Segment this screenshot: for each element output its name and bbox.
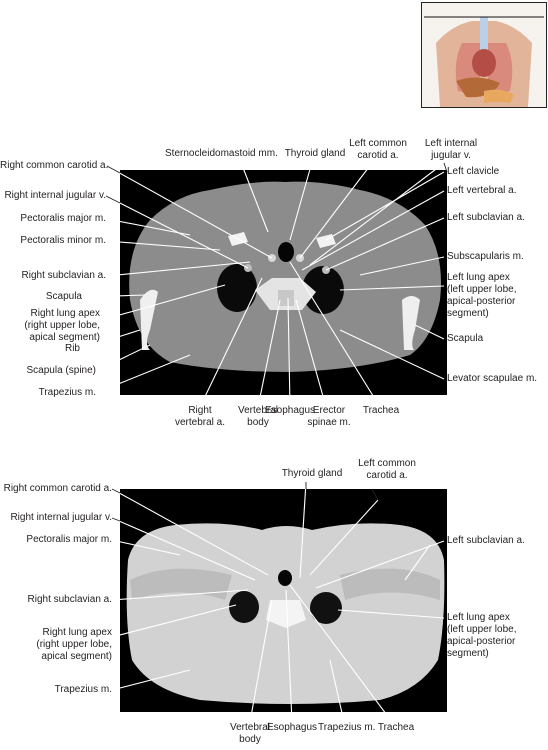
label-right-lung-apex: Right lung apex (right upper lobe, apica… — [24, 308, 100, 343]
label-scapula-right: Scapula — [45, 291, 82, 302]
label-right-subclavian-a-2: Right subclavian a. — [27, 594, 113, 605]
label-left-common-carotid-a-1: Left common carotid a. — [349, 138, 407, 161]
label-trapezius-m-2-left: Trapezius m. — [54, 684, 112, 695]
label-trachea-2: Trachea — [377, 722, 415, 733]
label-right-common-carotid-a-2: Right common carotid a. — [3, 483, 112, 494]
label-right-lung-apex-2: Right lung apex (right upper lobe, apica… — [36, 627, 112, 662]
label-left-subclavian-a-2: Left subclavian a. — [447, 535, 525, 546]
label-left-vertebral-a: Left vertebral a. — [447, 185, 517, 196]
torso-illustration — [422, 3, 546, 107]
label-thyroid-gland-1: Thyroid gland — [284, 148, 346, 159]
label-left-clavicle: Left clavicle — [447, 166, 500, 177]
label-sternocleidomastoid-mm: Sternocleidomastoid mm. — [165, 148, 278, 159]
torso-thumbnail — [421, 2, 547, 108]
label-scapula-spine: Scapula (spine) — [26, 365, 96, 376]
label-trapezius-m-1: Trapezius m. — [38, 387, 96, 398]
label-left-common-carotid-a-2: Left common carotid a. — [358, 458, 416, 481]
label-esophagus-2: Esophagus — [266, 722, 318, 733]
label-left-lung-apex-2: Left lung apex (left upper lobe, apical-… — [447, 612, 517, 659]
label-trachea-1: Trachea — [362, 405, 400, 416]
label-thyroid-gland-2: Thyroid gland — [281, 468, 343, 479]
label-esophagus-1: Esophagus — [264, 405, 316, 416]
label-right-internal-jugular-v-2: Right internal jugular v. — [10, 512, 112, 523]
label-pectoralis-major-m-2: Pectoralis major m. — [26, 534, 112, 545]
label-pectoralis-major-m: Pectoralis major m. — [20, 213, 106, 224]
label-left-internal-jugular-v: Left internal jugular v. — [424, 138, 478, 161]
label-pectoralis-minor-m: Pectoralis minor m. — [20, 235, 106, 246]
label-erector-spinae-m: Erector spinae m. — [307, 405, 351, 428]
label-left-subclavian-a-1: Left subclavian a. — [447, 212, 525, 223]
label-right-internal-jugular-v: Right internal jugular v. — [4, 190, 106, 201]
label-rib: Rib — [64, 343, 80, 354]
label-right-vertebral-a: Right vertebral a. — [174, 405, 226, 428]
label-right-subclavian-a: Right subclavian a. — [21, 270, 107, 281]
label-subscapularis-m: Subscapularis m. — [447, 251, 524, 262]
label-trapezius-m-2-bottom: Trapezius m. — [318, 722, 376, 733]
label-scapula-left: Scapula — [447, 333, 484, 344]
label-right-common-carotid-a: Right common carotid a. — [0, 160, 109, 171]
label-vertebral-body-2: Vertebral body — [229, 722, 271, 745]
label-left-lung-apex-1: Left lung apex (left upper lobe, apical-… — [447, 272, 517, 319]
label-vertebral-body-1: Vertebral body — [237, 405, 279, 428]
label-levator-scapulae-m: Levator scapulae m. — [447, 373, 538, 384]
